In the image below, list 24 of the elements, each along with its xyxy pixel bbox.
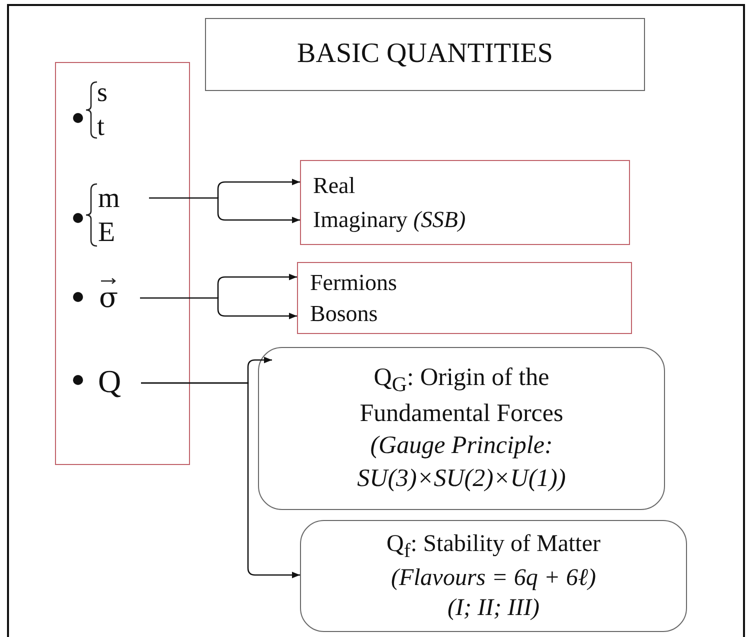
node-text: BASIC QUANTITIES xyxy=(297,38,553,71)
category-box xyxy=(297,262,632,334)
text-line: (Flavours = 6q + 6ℓ) xyxy=(390,564,596,594)
text-line: Imaginary (SSB) xyxy=(313,206,466,234)
title-box xyxy=(205,18,645,91)
text-line: Fermions xyxy=(310,268,397,297)
charge-box xyxy=(300,520,687,632)
charge-box xyxy=(258,347,665,510)
text-line: (I; II; III) xyxy=(448,594,540,624)
text-line: Q$_{f}$: Stability of Matter xyxy=(386,530,600,564)
arrow xyxy=(141,382,300,578)
arrow xyxy=(149,197,300,224)
text-line: m xyxy=(98,182,120,216)
quantity-text: s t xyxy=(97,76,108,143)
text-line: Real xyxy=(313,172,356,200)
text-line: (Gauge Principle: SU(3)×SU(2)×U(1)) xyxy=(356,431,567,494)
list-panel xyxy=(55,62,190,465)
text-line: Bosons xyxy=(310,300,378,328)
node-text: σ xyxy=(99,282,118,314)
node-text: Q xyxy=(98,362,122,400)
text-line: Q$_{G}$: Origin of the Fundamental Forces xyxy=(358,362,564,429)
text-line: E xyxy=(98,216,116,250)
category-box xyxy=(300,160,630,245)
arrow xyxy=(140,297,297,320)
